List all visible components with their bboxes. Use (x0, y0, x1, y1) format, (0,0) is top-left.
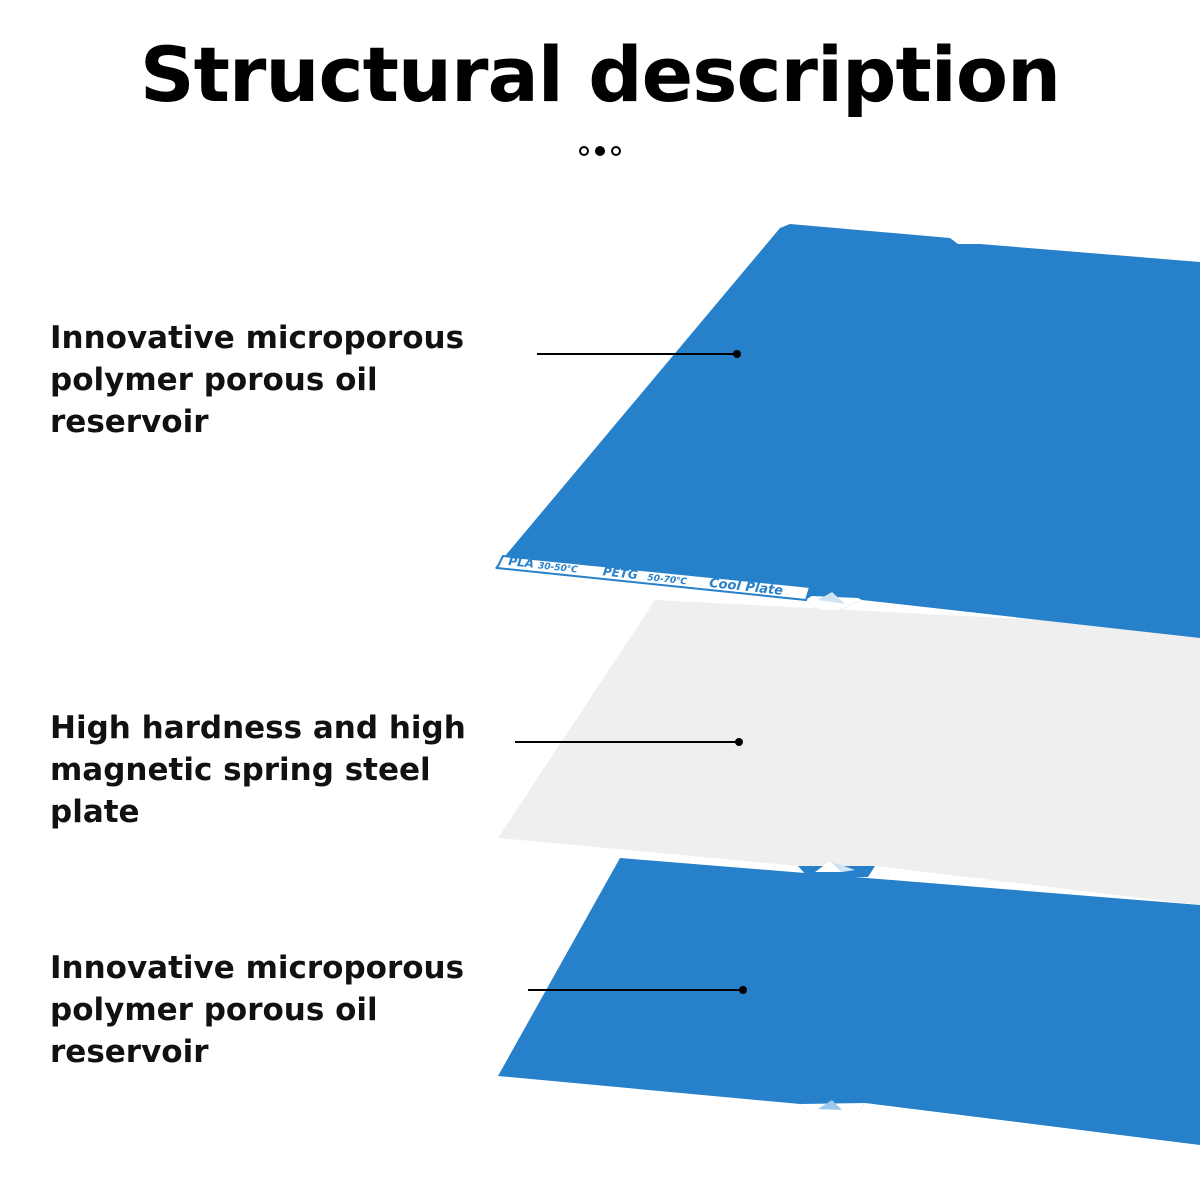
plate-marking-pla-temp: 30-50℃ (538, 561, 580, 575)
top-reservoir-layer: PLA 30-50℃ PETG 50-70℃ Cool Plate (495, 224, 1200, 638)
leader-line-2 (515, 738, 743, 746)
plate-marking-petg: PETG (602, 564, 638, 582)
carousel-dot[interactable] (611, 146, 621, 156)
steel-plate-layer (498, 600, 1200, 905)
page-title: Structural description (139, 30, 1061, 119)
plate-marking-petg-temp: 50-70℃ (647, 573, 689, 587)
layer-label-bottom: Innovative microporous polymer porous oi… (50, 950, 465, 1070)
bottom-reservoir-layer (498, 858, 1200, 1145)
layer-label-middle: High hardness and high magnetic spring s… (50, 710, 466, 830)
carousel-indicator (0, 146, 1200, 156)
leader-line-3 (528, 986, 747, 994)
carousel-dot[interactable] (579, 146, 589, 156)
carousel-dot-active[interactable] (595, 146, 605, 156)
plate-marking-pla: PLA (508, 554, 535, 571)
leader-line-1 (537, 350, 741, 358)
layer-label-top: Innovative microporous polymer porous oi… (50, 320, 465, 440)
